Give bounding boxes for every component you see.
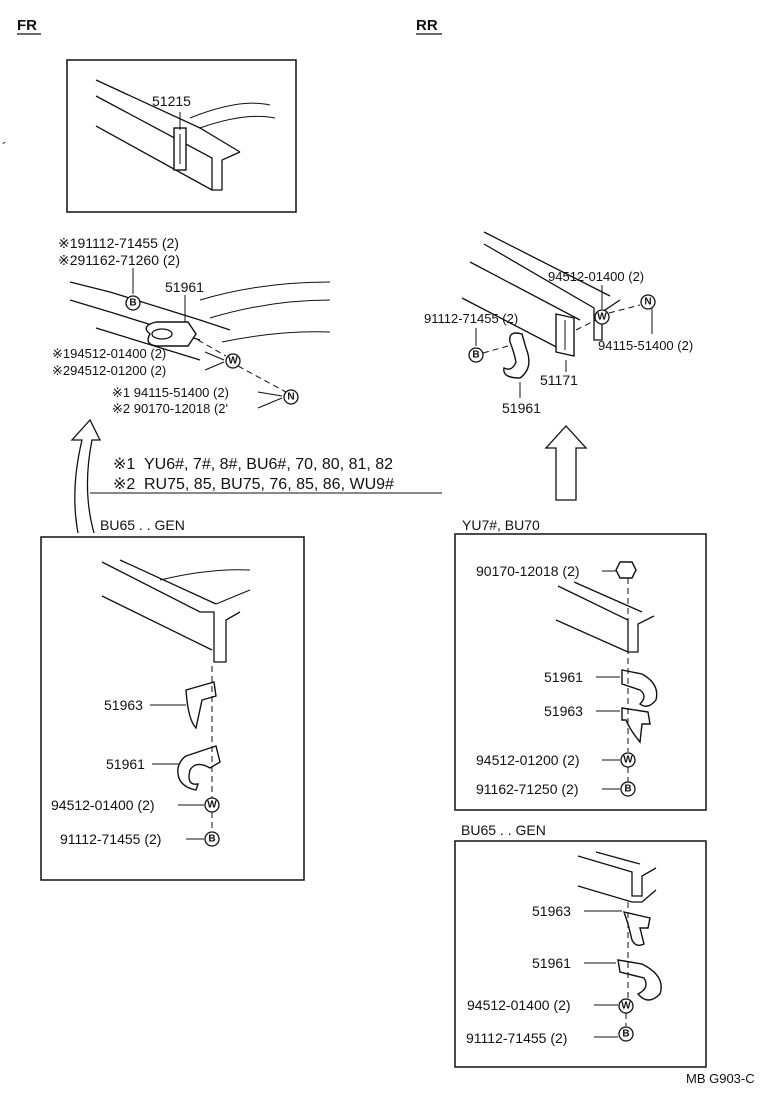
front-washer-dashline	[197, 339, 227, 357]
front-gen-washer-label: 94512-01400 (2)	[51, 797, 155, 813]
rear-yu-bracket-label: 51963	[544, 703, 583, 719]
front-inset-box	[66, 59, 297, 213]
legend-text-2: RU75, 85, BU75, 76, 85, 86, WU9#	[144, 476, 394, 493]
front-gen-drawing	[101, 559, 251, 800]
stray-mark: ´	[2, 139, 7, 155]
rear-washer-dashline	[575, 319, 597, 331]
rear-yu-washer-label: 94512-01200 (2)	[476, 752, 580, 768]
section-header-rear: RR	[416, 17, 438, 34]
rear-nut-dashline	[608, 304, 641, 314]
front-inset-part-label: 51215	[152, 93, 191, 109]
front-washer-symbol: W	[225, 353, 241, 369]
section-header-front: FR	[17, 17, 37, 34]
rear-gen-bracket-label: 51963	[532, 903, 571, 919]
svg-text:N: N	[287, 392, 294, 403]
rear-yu-bolt-label: 91162-71250 (2)	[476, 781, 578, 797]
front-gen-bolt-label: 91112-71455 (2)	[60, 831, 161, 847]
svg-text:W: W	[597, 312, 607, 323]
rear-washer-label: 94512-01400 (2)	[548, 269, 644, 284]
svg-text:B: B	[624, 784, 631, 795]
svg-text:B: B	[129, 298, 136, 309]
rear-yu-hook-label: 51961	[544, 669, 583, 685]
svg-text:W: W	[228, 356, 238, 367]
rear-plate-label: 51171	[540, 372, 578, 388]
svg-text:W: W	[621, 1001, 631, 1012]
front-gen-hook-label: 51961	[106, 756, 145, 772]
rear-bolt-label: 91112-71455 (2)	[424, 311, 518, 326]
rear-yu-bolt-symbol: B	[620, 781, 636, 797]
rear-frame-drawing	[461, 231, 621, 379]
svg-text:W: W	[207, 800, 217, 811]
svg-text:N: N	[644, 297, 651, 308]
front-gen-bolt-symbol: B	[204, 831, 220, 847]
front-nut-dashline	[237, 365, 287, 393]
front-nut-note-1: ※1 94115-51400 (2)	[112, 385, 229, 400]
front-bolt-symbol: B	[125, 295, 141, 311]
rear-nut-label: 94115-51400 (2)	[598, 338, 693, 353]
front-gen-washer-symbol: W	[204, 797, 220, 813]
rear-washer-symbol: W	[594, 309, 610, 325]
rear-gen-hook-label: 51961	[532, 955, 571, 971]
front-frame-drawing	[69, 281, 331, 361]
front-bolt-note-1: ※191112-71455 (2)	[58, 235, 179, 251]
front-bolt-note-2: ※291162-71260 (2)	[58, 252, 180, 268]
rear-yu-nut-label: 90170-12018 (2)	[476, 563, 580, 579]
rear-yu-title: YU7#, BU70	[462, 517, 540, 533]
rear-bolt-symbol: B	[468, 347, 484, 363]
front-nut-leader	[257, 391, 283, 409]
front-gen-title: BU65 . . GEN	[100, 517, 185, 533]
rear-gen-washer-label: 94512-01400 (2)	[467, 997, 571, 1013]
rear-gen-washer-symbol: W	[618, 998, 634, 1014]
front-gen-box	[40, 536, 305, 881]
front-hook-label: 51961	[165, 279, 204, 295]
legend-text-1: YU6#, 7#, 8#, BU6#, 70, 80, 81, 82	[144, 456, 393, 473]
diagram-code: MB G903-C	[686, 1071, 755, 1086]
rear-gen-bolt-label: 91112-71455 (2)	[466, 1030, 567, 1046]
rear-yu-box	[454, 533, 707, 811]
legend-mark-2: ※2	[113, 476, 135, 493]
rear-gen-box	[454, 840, 707, 1068]
rear-yu-washer-symbol: W	[620, 752, 636, 768]
rear-arrow	[544, 425, 588, 501]
svg-text:W: W	[623, 755, 633, 766]
front-gen-bracket-label: 51963	[104, 697, 143, 713]
front-arrow	[70, 418, 102, 534]
front-nut-symbol: N	[283, 389, 299, 405]
rear-bolt-dashline	[482, 345, 509, 354]
front-nut-note-2: ※2 90170-12018 (2'	[112, 401, 228, 416]
legend-mark-1: ※1	[113, 456, 135, 473]
rear-nut-symbol: N	[640, 294, 656, 310]
front-washer-leader	[204, 351, 225, 371]
rear-gen-title: BU65 . . GEN	[461, 822, 546, 838]
front-washer-note-1: ※194512-01400 (2)	[52, 346, 166, 361]
rear-gen-drawing	[577, 851, 662, 1001]
rear-yu-drawing	[555, 561, 658, 752]
rear-hook-label: 51961	[502, 400, 541, 416]
svg-text:B: B	[208, 834, 215, 845]
front-washer-note-2: ※294512-01200 (2)	[52, 363, 166, 378]
svg-text:B: B	[622, 1029, 629, 1040]
svg-text:B: B	[472, 350, 479, 361]
rear-gen-bolt-symbol: B	[618, 1026, 634, 1042]
